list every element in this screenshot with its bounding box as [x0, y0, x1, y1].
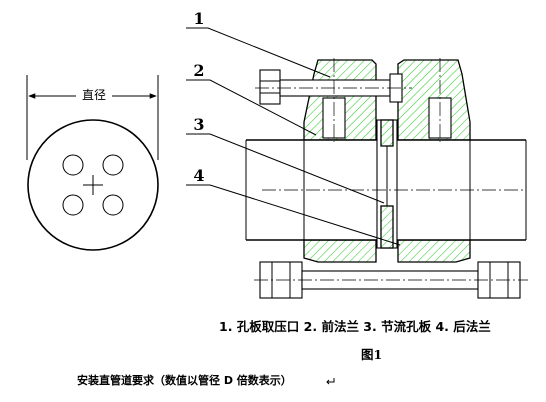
orifice-plate-outline	[27, 119, 159, 251]
return-mark-icon	[326, 378, 335, 385]
bolt-hole	[102, 154, 124, 176]
rear-flange-lower	[397, 239, 471, 263]
callout-leaders	[186, 27, 401, 246]
callout-4: 4	[193, 166, 204, 185]
caption: 安装直管道要求（数值以管径 D 倍数表示）	[77, 373, 292, 387]
lower-bolt	[254, 261, 528, 299]
front-flange-lower	[303, 239, 377, 263]
bolt-hole	[62, 194, 84, 216]
callout-3: 3	[193, 115, 204, 134]
bolt-hole	[62, 154, 84, 176]
parts-legend: 1. 孔板取压口 2. 前法兰 3. 节流孔板 4. 后法兰	[219, 319, 491, 334]
upper-bolt	[255, 69, 412, 105]
orifice-plate-view: 直径	[26, 75, 159, 251]
bolt-hole	[102, 194, 124, 216]
figure-label: 图1	[361, 347, 382, 362]
callout-2: 2	[193, 61, 204, 80]
diameter-label: 直径	[82, 88, 106, 102]
callout-1: 1	[193, 9, 204, 28]
flange-assembly-section	[245, 58, 528, 299]
